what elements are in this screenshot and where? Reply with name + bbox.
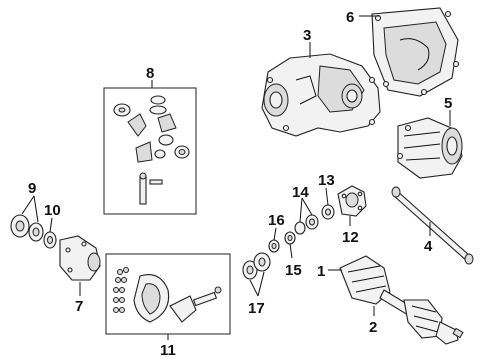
leader-line-14a <box>299 197 303 223</box>
collapsible-spacer-part <box>268 239 280 253</box>
gear-set-box <box>103 87 197 215</box>
callout-13: 13 <box>318 172 335 189</box>
leader-line-10 <box>49 217 53 233</box>
ring-gear-bolts-part <box>113 267 129 313</box>
leader-line-15 <box>289 243 293 259</box>
callout-2: 2 <box>369 319 377 336</box>
callout-11: 11 <box>160 342 176 359</box>
cv-axle-part <box>339 255 464 345</box>
outer-bearing-part <box>294 214 319 235</box>
leader-line-13 <box>325 187 329 206</box>
nut-part <box>321 204 335 220</box>
leader-line-9b <box>33 195 39 223</box>
pinion-bearing-part <box>242 252 271 280</box>
callout-8: 8 <box>146 65 154 82</box>
leader-line-14b <box>301 197 313 216</box>
leader-line-9a <box>21 195 35 215</box>
callout-14: 14 <box>292 184 309 201</box>
side-bearing-part <box>10 214 44 242</box>
companion-flange-part <box>337 185 367 217</box>
axle-tube-housing-part <box>396 117 463 179</box>
callout-12: 12 <box>342 229 359 246</box>
differential-housing-part <box>261 53 381 137</box>
callout-3: 3 <box>303 27 311 44</box>
callout-1: 1 <box>317 263 325 280</box>
spider-gears-part <box>113 95 190 205</box>
leader-line-16 <box>273 227 277 241</box>
leader-line-17a <box>249 279 259 297</box>
callout-16: 16 <box>268 212 285 229</box>
callout-17: 17 <box>248 300 265 317</box>
callout-9: 9 <box>28 180 36 197</box>
callout-6: 6 <box>346 9 354 26</box>
differential-case-part <box>59 235 101 281</box>
callout-4: 4 <box>424 238 433 255</box>
cover-plate-part <box>371 7 460 97</box>
callout-10: 10 <box>44 202 61 219</box>
shim-part <box>43 231 57 249</box>
callout-5: 5 <box>444 95 452 112</box>
callout-15: 15 <box>285 262 302 279</box>
leader-line-17b <box>257 271 265 297</box>
callout-7: 7 <box>75 298 83 315</box>
ring-gear-part <box>133 274 222 323</box>
pinion-seal-part <box>284 231 296 245</box>
axle-shaft-part <box>391 186 474 265</box>
